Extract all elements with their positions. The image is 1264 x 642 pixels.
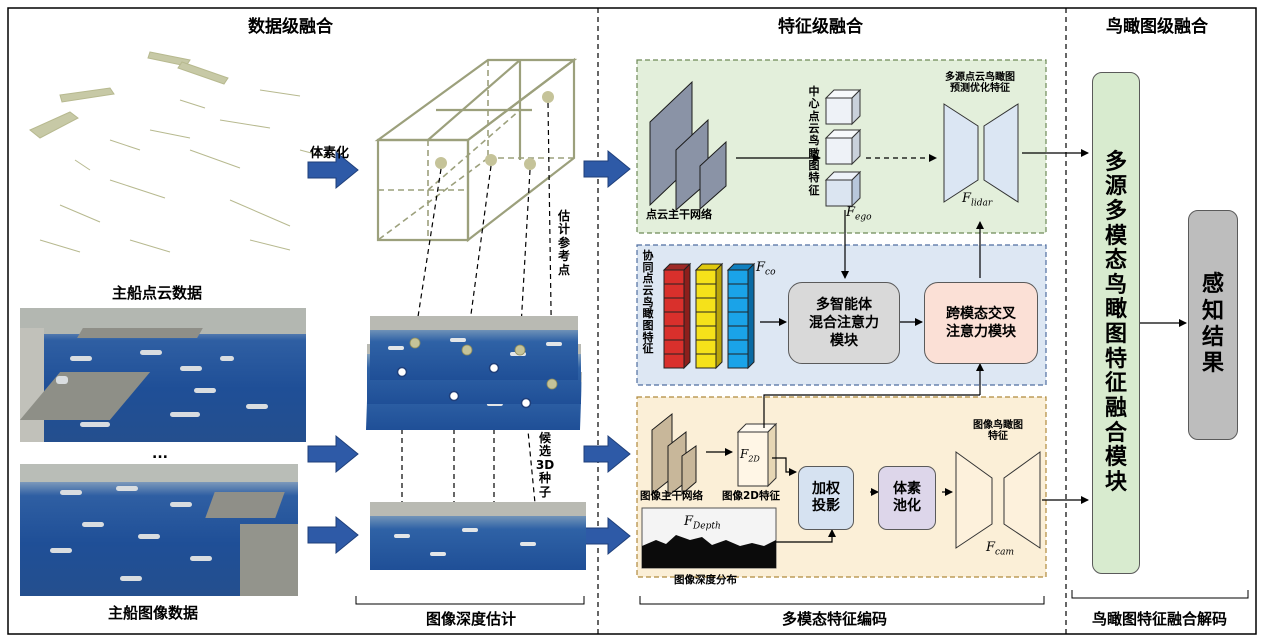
brace-depth [355,596,585,605]
section-title-data-fusion: 数据级融合 [248,17,333,37]
img-backbone-label: 图像主干网络 [640,490,703,502]
weighted-projection-box: 加权 投影 [798,466,854,530]
f-ego-label: Fego [846,205,872,223]
perception-result-box: 感 知 结 果 [1188,210,1238,440]
connector-arrows [706,149,1187,504]
f-depth-label: FDepth [684,514,721,532]
multi-agent-attention-box: 多智能体 混合注意力 模块 [788,282,900,364]
f-cam-label: Fcam [986,540,1014,558]
f-lidar-label: Flidar [962,191,993,209]
depth-estimation-caption: 图像深度估计 [426,610,517,628]
voxelize-label: 体素化 [310,146,350,161]
decoding-caption: 鸟瞰图特征融合解码 [1092,610,1228,628]
point-cloud-scatter [29,51,331,253]
depth-plane-1 [370,316,578,380]
blue-arrows [307,149,631,556]
depth-distribution-map [641,507,777,569]
camera-bev-decoder [955,451,1041,549]
img-bev-label: 图像鸟瞰图 特征 [973,420,1023,443]
section-title-bev-fusion: 鸟瞰图级融合 [1106,17,1208,37]
collab-bev-label: 协 同 点 云 鸟 瞰 图 特 征 [642,249,654,356]
f-2d-label: F2D [740,447,760,464]
image-caption: 主船图像数据 [108,604,199,622]
depth-to-weighted [776,529,836,543]
harbor-photo-1 [20,308,306,442]
voxel-grid [374,57,578,243]
img-backbone-plates [651,412,697,498]
pc-backbone-plates [649,80,727,212]
pc-backbone-label: 点云主干网络 [646,208,712,221]
center-bev-label: 中 心 点 云 鸟 瞰 图 特 征 [808,85,820,197]
lidar-bev-decoder [943,103,1019,203]
red-feature-stack [662,262,692,370]
yellow-feature-stack [694,262,724,370]
img-2d-label: 图像2D特征 [722,490,781,502]
encoding-caption: 多模态特征编码 [782,610,888,628]
voxel-pooling-box: 体素 池化 [878,466,936,530]
ref-points-label: 估 计 参 考 点 [557,209,570,277]
depth-dist-label: 图像深度分布 [674,574,737,586]
brace-decoding [1071,590,1249,599]
collab-feature-stacks [662,262,756,370]
center-bev-cubes [824,88,862,208]
img-2d-feature-cube [736,422,778,488]
multi-src-label: 多源点云鸟瞰图 预测优化特征 [945,72,1015,95]
blue-feature-stack [726,262,756,370]
voxel-reference-points [435,91,554,170]
outer-frame [7,7,1257,635]
depth-plane-bottom [370,502,586,570]
ellipsis: ... [152,446,168,462]
cross-modal-attention-box: 跨模态交叉 注意力模块 [924,282,1038,364]
harbor-photo-2 [20,464,298,596]
f2d-to-cross-modal [763,394,980,428]
multi-source-fusion-module: 多 源 多 模 态 鸟 瞰 图 特 征 融 合 模 块 [1092,72,1140,574]
voxel-grid-hidden [377,60,574,241]
f-co-label: Fco [756,260,776,278]
pointcloud-caption: 主船点云数据 [112,284,203,302]
seeds-label: 候 选 3D 种 子 [535,431,555,499]
f2d-to-weighted [772,457,797,476]
section-title-feature-fusion: 特征级融合 [778,17,863,37]
brace-encoding [639,596,1045,605]
